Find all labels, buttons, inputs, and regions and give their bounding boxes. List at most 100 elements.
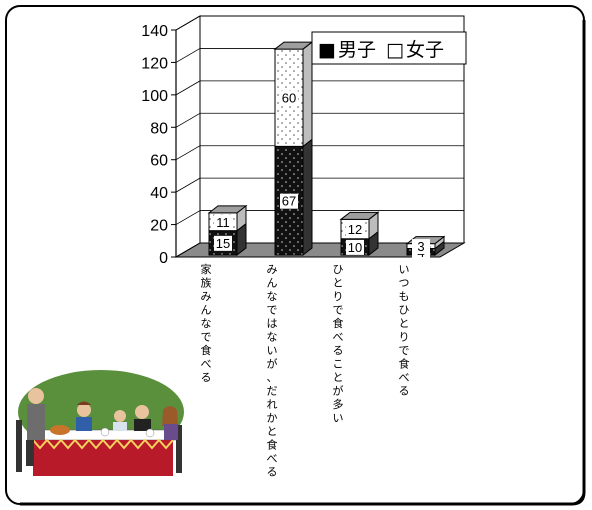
category-label-char: 食: [399, 357, 410, 371]
side-wall: [175, 15, 201, 258]
data-label: 67: [282, 194, 296, 209]
category-label-char: が: [333, 384, 344, 398]
category-label-char: る: [399, 385, 410, 398]
legend-box: [311, 31, 467, 65]
category-label-char: 食: [333, 316, 344, 330]
person-mother-hair: [77, 401, 91, 405]
y-tick-label: 100: [141, 88, 168, 105]
person-teen-head: [135, 405, 149, 419]
y-tick-label: 20: [150, 218, 168, 235]
category-label-char: い: [333, 412, 344, 425]
category-label-char: ん: [201, 304, 212, 317]
tablecloth-trim: [32, 438, 174, 450]
roast-dish: [50, 425, 70, 435]
gridline-depth: [175, 48, 201, 63]
category-label-char: る: [333, 344, 344, 357]
data-label: 15: [216, 236, 230, 251]
category-label-char: と: [333, 371, 344, 384]
category-label-char: み: [201, 290, 212, 303]
category-label-char: つ: [399, 277, 410, 290]
bar-front-male: [274, 145, 304, 256]
person-girl-hair: [162, 406, 178, 426]
person-child-head: [114, 410, 126, 422]
chair-right: [176, 425, 182, 473]
category-label-char: 食: [201, 343, 212, 357]
y-tick-label: 80: [150, 120, 168, 137]
bar-side: [302, 41, 313, 148]
category-label-char: 族: [201, 276, 212, 290]
category-label-char: い: [267, 344, 278, 357]
plate: [100, 427, 110, 437]
y-tick-label: 0: [159, 250, 168, 267]
data-label-bg: [280, 193, 298, 209]
category-label-char: 多: [333, 397, 344, 411]
category-labels: 家族みんなで食べるみんなではないが、だれかと食べるひとりで食べることが多いいつも…: [201, 262, 410, 479]
person-teen-body: [134, 419, 151, 431]
category-label-char: だ: [267, 385, 278, 398]
category-label-char: と: [267, 425, 278, 438]
category-label-char: み: [267, 263, 278, 276]
category-label-char: べ: [201, 358, 212, 371]
category-label-char: ひ: [399, 304, 410, 317]
legend-label-female: 女子: [406, 39, 444, 61]
category-label-char: 食: [267, 438, 278, 452]
y-tick-label: 60: [150, 153, 168, 170]
category-label-char: と: [399, 317, 410, 330]
data-label-bg: [346, 222, 364, 238]
category-label-char: な: [267, 331, 278, 344]
plate: [145, 428, 155, 438]
category-label-char: 家: [201, 262, 212, 276]
category-label-char: で: [267, 304, 278, 317]
data-label-bg: [214, 214, 232, 230]
tablecloth: [33, 440, 173, 476]
data-label: 10: [348, 240, 362, 255]
category-label-char: る: [267, 466, 278, 479]
data-labels: 15116760101243: [214, 90, 430, 260]
category-label-char: か: [267, 412, 278, 425]
gridline-depth: [175, 242, 201, 258]
data-label: 3: [417, 239, 424, 254]
category-label-char: で: [333, 304, 344, 317]
gridline-depth: [175, 112, 201, 128]
category-label-char: こ: [333, 358, 344, 371]
category-label-char: ひ: [333, 263, 344, 276]
category-label-char: が: [267, 357, 278, 371]
data-label: 12: [348, 222, 362, 237]
person-mother-head: [77, 403, 91, 417]
data-label: 60: [282, 91, 296, 106]
gridline-depth: [175, 177, 201, 193]
gridline-depth: [175, 80, 201, 96]
grid-lines: [175, 15, 464, 258]
data-label-bg: [412, 239, 430, 255]
legend-marker-male: ■: [318, 39, 336, 61]
data-label: 11: [216, 215, 230, 230]
category-label-char: べ: [399, 371, 410, 384]
category-label-char: も: [399, 290, 410, 303]
category-label-char: り: [333, 290, 344, 303]
legend-label-male: 男子: [338, 39, 376, 61]
category-label-char: で: [399, 344, 410, 357]
bar-top: [207, 205, 248, 214]
y-tick-label: 40: [150, 185, 168, 202]
family-dinner-illustration: [16, 370, 184, 476]
data-label-bg: [280, 90, 298, 106]
person-mother-body: [76, 417, 92, 431]
gridline-depth: [175, 145, 201, 161]
category-label-char: な: [201, 317, 212, 330]
category-label-char: べ: [333, 331, 344, 344]
person-girl-body: [164, 424, 178, 440]
legend: ■ 男子 □ 女子: [311, 31, 467, 65]
category-label-char: べ: [267, 452, 278, 465]
bar-top: [339, 211, 380, 220]
data-label-bg: [346, 239, 364, 255]
frame-shadow: [20, 20, 586, 506]
gridline-depth: [175, 210, 201, 225]
category-label-char: で: [201, 331, 212, 344]
category-label-char: 、: [267, 371, 278, 384]
person-child-body: [113, 422, 127, 431]
data-label-bg: [214, 235, 232, 251]
person-father-head: [28, 388, 44, 404]
legend-marker-female: □: [386, 39, 404, 61]
